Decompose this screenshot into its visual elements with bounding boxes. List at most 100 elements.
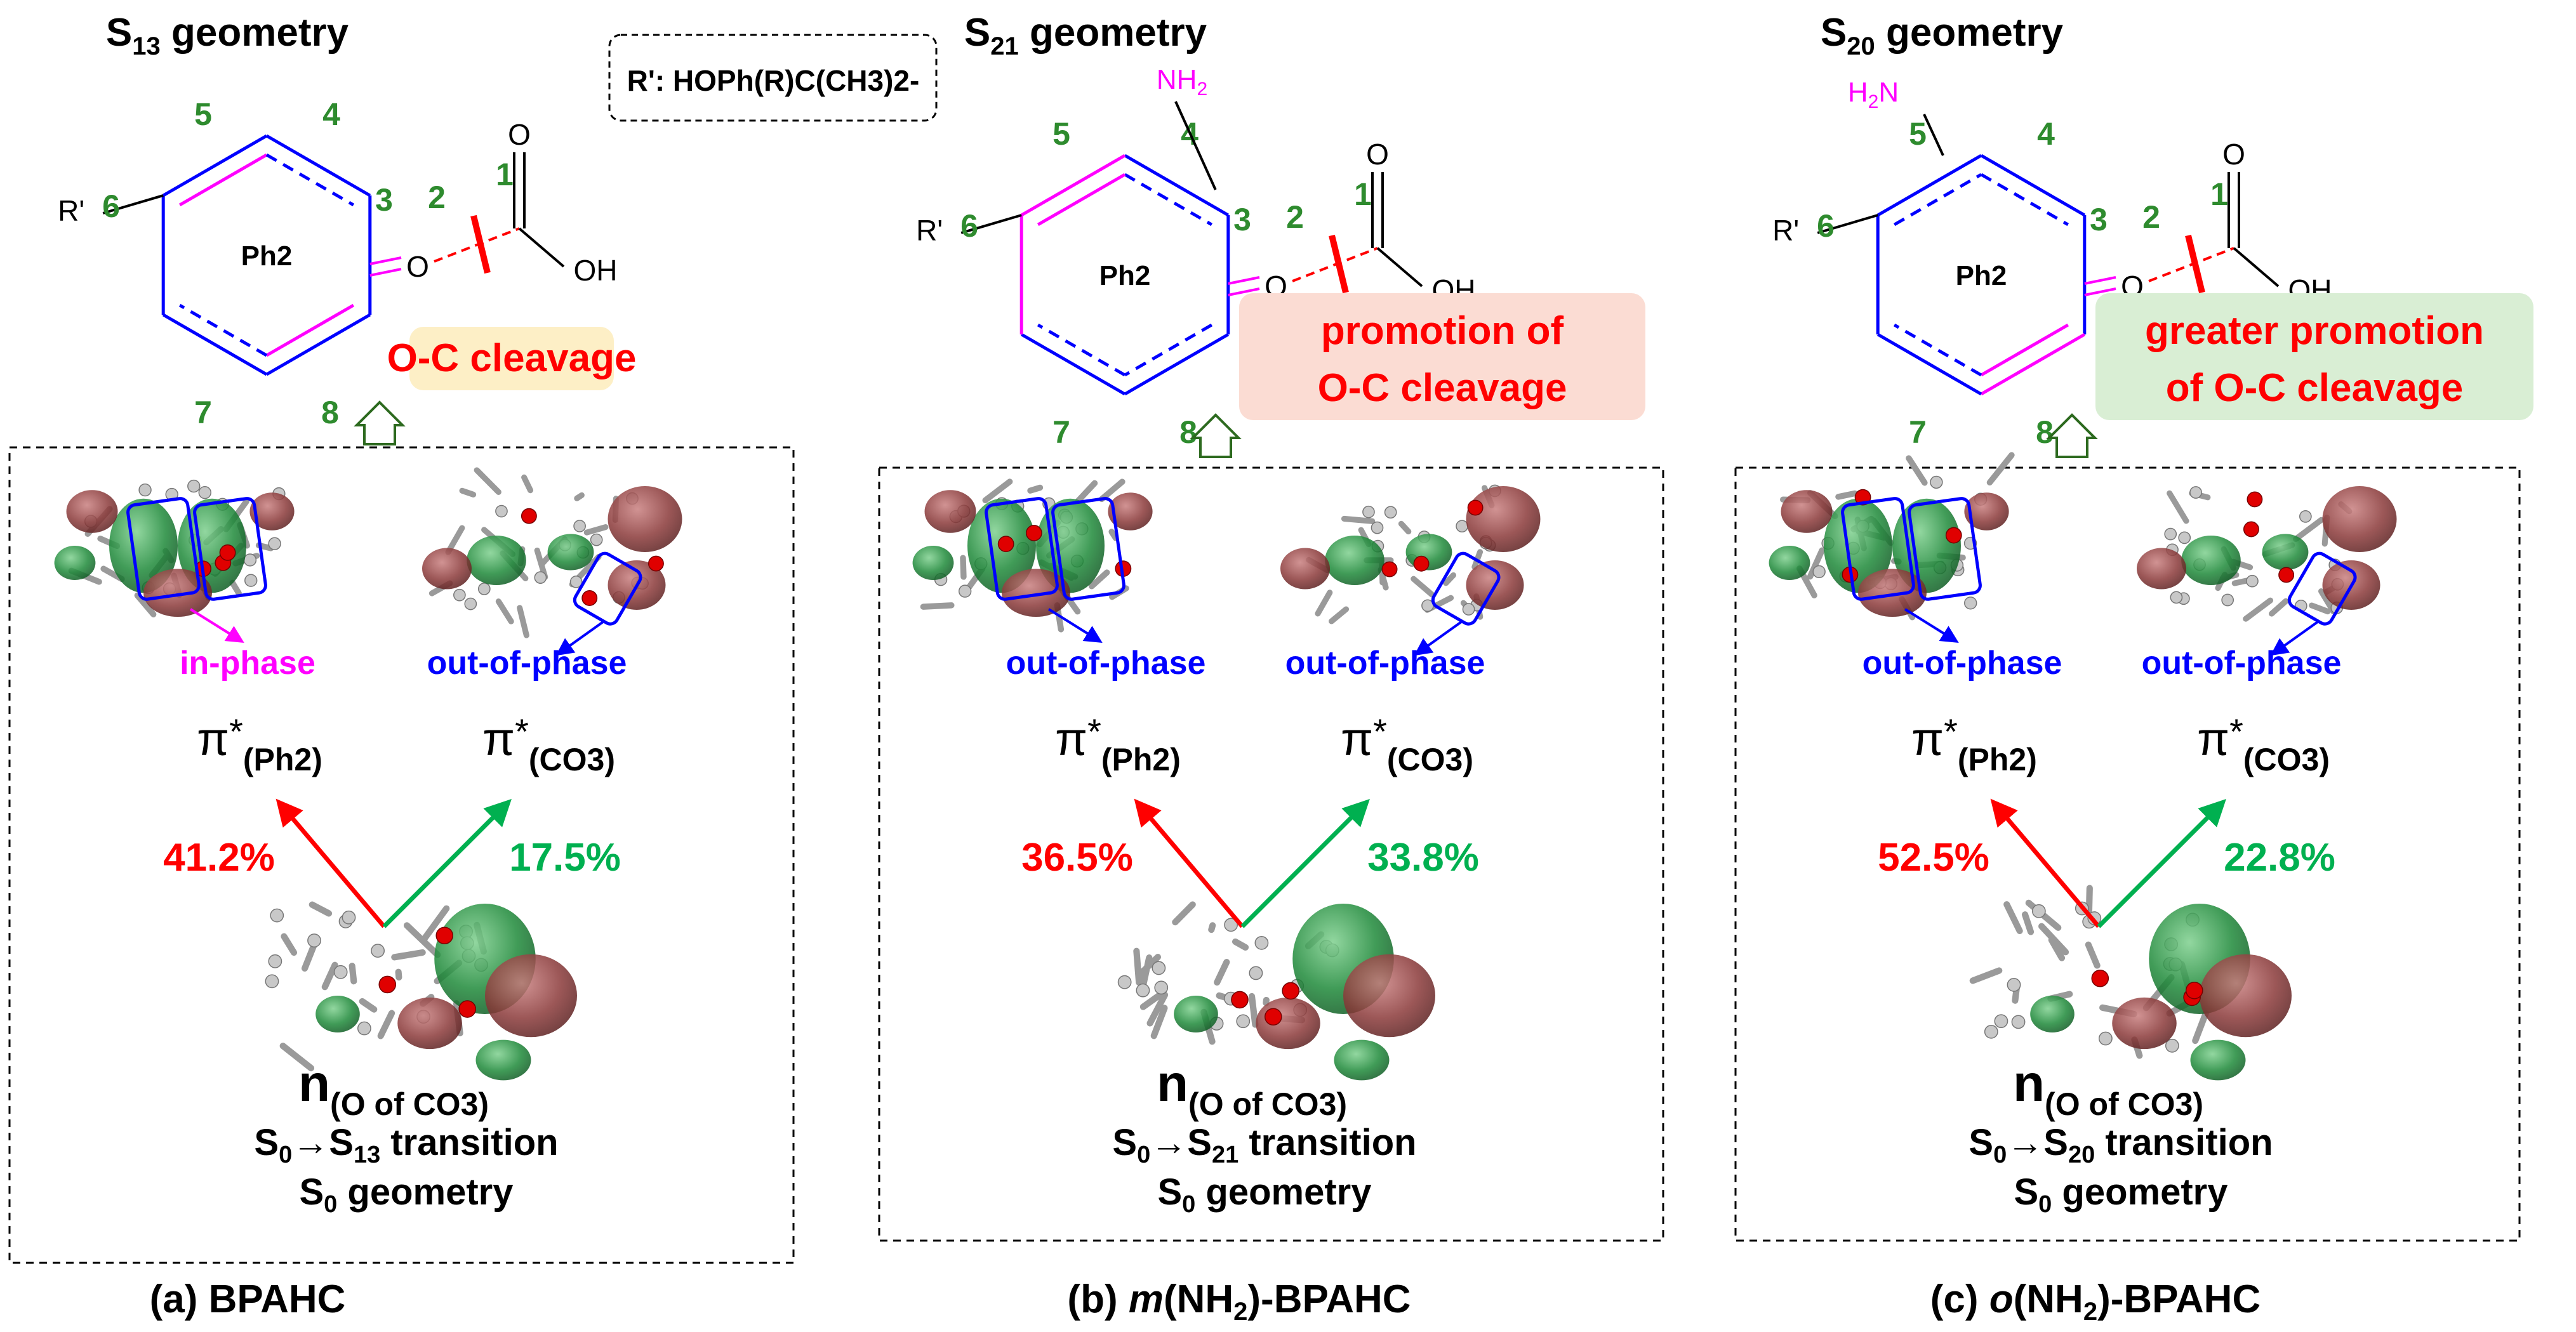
transition-label: S0→S21 transition (1112, 1122, 1416, 1168)
ring-bond (1020, 154, 1126, 217)
orbital-highlight (1051, 497, 1125, 601)
atom-number: 6 (1817, 208, 1835, 244)
pi-star-left-label: π*(Ph2) (1911, 711, 2037, 777)
geometry-label: S0 geometry (1157, 1171, 1371, 1218)
percent-ph2: 41.2% (163, 836, 275, 880)
atom-number: 2 (428, 180, 446, 215)
atom-number: 6 (960, 208, 978, 244)
oc-bond (1292, 247, 1378, 282)
amine-bond (1174, 101, 1217, 190)
atom-number: 8 (2036, 414, 2054, 450)
cleavage-text: greater promotion (2145, 309, 2484, 353)
amine-bond (1923, 114, 1944, 156)
panel-caption: (b) m(NH2)-BPAHC (1067, 1277, 1411, 1326)
orbital-highlight (1431, 551, 1501, 626)
geometry-label: S0 geometry (2014, 1171, 2227, 1218)
ring-bond (1124, 154, 1230, 217)
orbital-highlight (573, 551, 642, 626)
c-o-bond (2084, 276, 2116, 285)
atom-number: 8 (321, 395, 339, 430)
orbital-highlight (126, 497, 201, 601)
atom-number: 3 (1233, 202, 1251, 237)
atom-number: 7 (1052, 414, 1070, 450)
c-o-bond (369, 256, 402, 265)
atom-number: 3 (375, 182, 393, 218)
pi-star-co3-orbital (422, 467, 682, 638)
r-prime-definition: R': HOPh(R)C(CH3)2- (608, 34, 938, 122)
ring-inner-bond (1037, 173, 1126, 227)
atom-number: 6 (102, 188, 120, 224)
cleavage-text: O-C cleavage (387, 336, 637, 380)
percent-ph2: 52.5% (1878, 836, 1989, 880)
atom-number: 8 (1179, 414, 1197, 450)
c-oh-bond (2233, 247, 2280, 287)
transition-arrow-co3 (382, 799, 512, 928)
phase-arrow (1414, 621, 1463, 656)
phase-arrow (189, 608, 244, 643)
orbital-highlight (1908, 497, 1982, 601)
orbital-highlight (985, 497, 1059, 601)
atom-number: 1 (496, 157, 514, 192)
transition-arrow-ph2 (1134, 798, 1244, 928)
ring-bond (1980, 154, 2086, 217)
atom-number: 1 (2210, 176, 2228, 212)
ring-inner-bond (1893, 173, 1982, 227)
panel-title: S21 geometry (964, 11, 1207, 60)
cleavage-text: of O-C cleavage (2166, 366, 2464, 410)
amine-label: NH2 (1157, 64, 1207, 100)
transition-label: S0→S13 transition (254, 1122, 558, 1168)
ring-bond (162, 134, 268, 197)
ring-bond (1124, 333, 1230, 396)
ring-label: Ph2 (1099, 260, 1151, 291)
panel-title: S20 geometry (1821, 11, 2064, 60)
pi-star-right-label: π*(CO3) (2197, 711, 2330, 777)
pi-star-co3-orbital (1280, 484, 1541, 624)
atom-number: 4 (2037, 116, 2055, 152)
phase-left-label: out-of-phase (1862, 645, 2062, 682)
ring-bond (162, 313, 268, 376)
orbital-box (878, 466, 1664, 1242)
c-oh-bond (1376, 247, 1423, 287)
amine-label: H2N (1848, 77, 1899, 112)
hydroxyl-label: OH (574, 254, 618, 287)
phase-arrow (2270, 621, 2319, 656)
c-o-bond (2084, 287, 2116, 296)
phase-arrow (1904, 608, 1959, 643)
transition-arrow-co3 (1240, 799, 1370, 928)
up-arrow-icon (354, 400, 406, 445)
atom-number: 2 (2142, 199, 2160, 235)
panel-2: S21 geometryPh2R'12345678OOOHNH2promotio… (878, 11, 1664, 1326)
pi-star-ph2-orbital (912, 478, 1153, 633)
percent-co3: 33.8% (1367, 836, 1479, 880)
n-orbital-label: n(O of CO3) (298, 1055, 489, 1122)
r-bond (102, 194, 164, 214)
transition-label: S0→S20 transition (1969, 1122, 2273, 1168)
benzene-ring: Ph2 (1876, 154, 2087, 396)
cleavage-mark (1329, 234, 1349, 294)
n-o-co3-orbital (1117, 901, 1435, 1081)
ring-inner-bond (1893, 323, 1982, 377)
atom-number: 3 (2090, 202, 2108, 237)
percent-co3: 22.8% (2224, 836, 2335, 880)
n-orbital-label: n(O of CO3) (2013, 1055, 2203, 1122)
phase-right-label: out-of-phase (2142, 645, 2342, 682)
phase-right-label: out-of-phase (427, 645, 627, 682)
phase-right-label: out-of-phase (1285, 645, 1485, 682)
cleavage-mark (470, 214, 491, 274)
cleavage-box (2095, 293, 2533, 420)
ring-inner-bond (178, 153, 268, 207)
r-bond (960, 214, 1022, 234)
pi-star-left-label: π*(Ph2) (1055, 711, 1181, 777)
up-arrow-icon (2046, 413, 2098, 458)
pi-star-ph2-orbital (1769, 452, 2015, 621)
up-arrow-icon (1190, 413, 1242, 458)
r-bond (1817, 214, 1878, 234)
atom-number: 7 (1909, 414, 1927, 450)
ring-inner-bond (265, 303, 355, 357)
ring-inner-bond (178, 303, 268, 357)
phase-left-label: in-phase (180, 645, 315, 682)
ring-bond (1980, 333, 2086, 396)
r-prime-label: R' (916, 214, 943, 247)
